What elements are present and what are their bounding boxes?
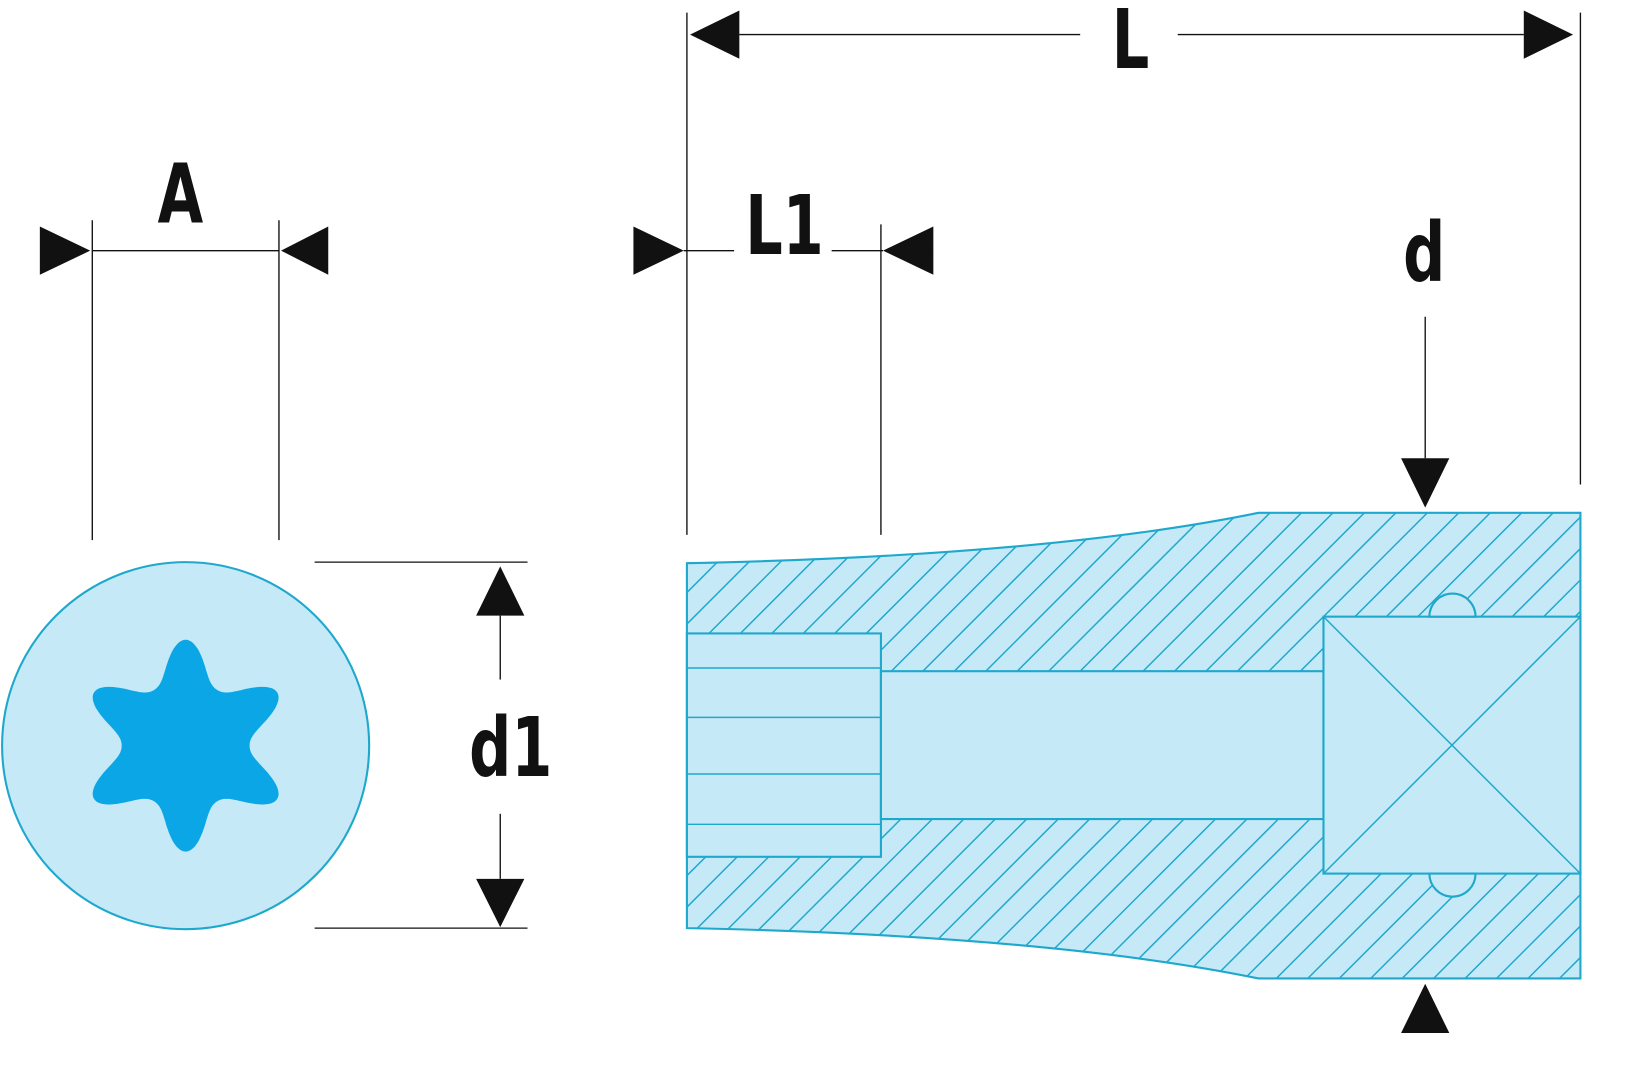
arrow-right-icon: [1523, 10, 1574, 59]
label-d1: d1: [469, 700, 552, 795]
square-drive-diagonal: [1322, 616, 1581, 875]
ball-detent-bottom: [1428, 872, 1477, 898]
hatch-line: [1446, 512, 1581, 979]
label-A: A: [158, 147, 204, 242]
hatch-line: [1415, 512, 1581, 979]
hatch-line: [686, 512, 840, 979]
hatch-line: [686, 512, 871, 979]
hatch-line: [686, 512, 934, 979]
arrow-left-icon: [690, 10, 740, 59]
arrow-up-icon: [476, 566, 525, 616]
hatch-line: [686, 512, 809, 979]
arrow-right-icon: [39, 226, 91, 275]
label-L1: L1: [745, 178, 824, 273]
side-section: [685, 503, 1636, 996]
end-view: [1, 561, 371, 931]
dimension-d: d: [1401, 205, 1450, 1033]
arrow-down-icon: [1401, 458, 1450, 508]
hatch-line: [686, 512, 903, 979]
arrow-up-icon: [1401, 983, 1450, 1033]
dimension-A: A: [39, 147, 329, 541]
center-bore: [879, 670, 1325, 821]
torx-socket-cavity: [685, 632, 882, 858]
torx-recess-icon: [92, 639, 279, 852]
dimension-L1: L1: [633, 178, 934, 535]
arrow-right-icon: [633, 226, 684, 275]
arrow-left-icon: [281, 226, 329, 275]
arrow-down-icon: [476, 878, 525, 928]
hatch-line: [1352, 512, 1581, 979]
hatch-line: [1572, 512, 1581, 979]
label-d: d: [1403, 205, 1445, 300]
label-L: L: [1112, 0, 1150, 88]
arrow-left-icon: [883, 226, 934, 275]
hatch-line: [1605, 503, 1636, 996]
dimension-d1: d1: [314, 561, 552, 929]
ball-detent-top: [1428, 592, 1477, 618]
dimension-L: L: [686, 0, 1582, 535]
hatch-line: [1383, 512, 1581, 979]
hatch-line: [1478, 512, 1581, 979]
hatch-line: [686, 512, 777, 979]
